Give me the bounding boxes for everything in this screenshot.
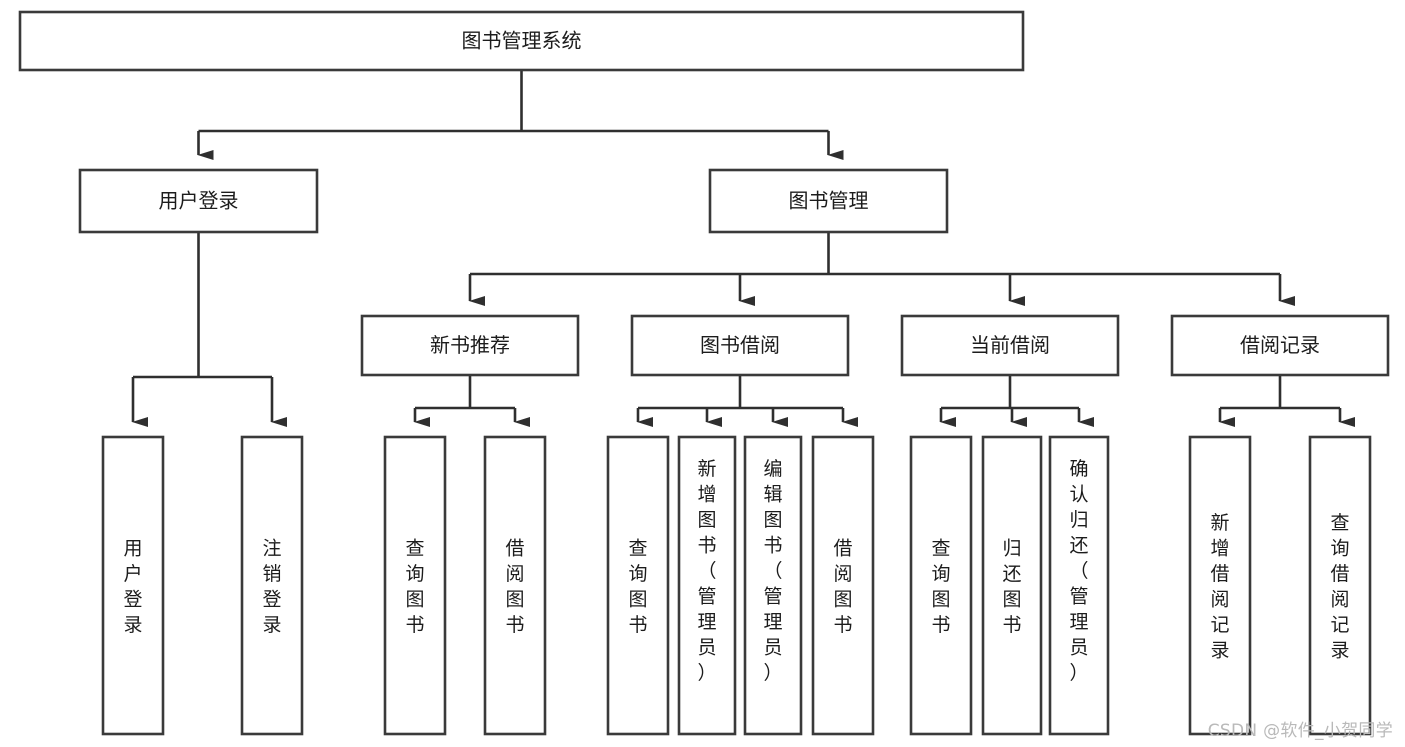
node-box <box>483 435 547 736</box>
node-label: 查询借阅记录 <box>1330 512 1349 662</box>
node-label: 查询图书 <box>931 537 950 636</box>
node-box <box>240 435 304 736</box>
node-box <box>1170 314 1390 377</box>
node-leaf-borrow-book-2[interactable]: 借阅图书 <box>811 435 875 736</box>
node-root[interactable]: 图书管理系统 <box>18 10 1025 72</box>
node-label: 借阅记录 <box>1240 333 1320 357</box>
node-label: 查询图书 <box>628 537 647 636</box>
node-box <box>708 168 949 234</box>
node-label: 归还图书 <box>1002 537 1021 636</box>
node-label: 用户登录 <box>159 189 239 213</box>
node-leaf-query-book-1[interactable]: 查询图书 <box>383 435 447 736</box>
node-leaf-add-book[interactable]: 新增图书（管理员） <box>677 435 737 736</box>
node-label: 用户登录 <box>123 537 142 636</box>
node-leaf-confirm-return[interactable]: 确认归还（管理员） <box>1048 435 1110 736</box>
node-box <box>677 435 737 736</box>
node-label: 当前借阅 <box>970 333 1050 357</box>
node-book-manage[interactable]: 图书管理 <box>708 168 949 234</box>
node-borrow-record[interactable]: 借阅记录 <box>1170 314 1390 377</box>
node-box <box>383 435 447 736</box>
node-box <box>1048 435 1110 736</box>
node-leaf-borrow-book-1[interactable]: 借阅图书 <box>483 435 547 736</box>
node-user-login[interactable]: 用户登录 <box>78 168 319 234</box>
node-leaf-query-record[interactable]: 查询借阅记录 <box>1308 435 1372 736</box>
node-leaf-edit-book[interactable]: 编辑图书（管理员） <box>743 435 803 736</box>
node-label: 新增图书（管理员） <box>697 458 716 684</box>
node-current-borrow[interactable]: 当前借阅 <box>900 314 1120 377</box>
node-box <box>360 314 580 377</box>
node-box <box>743 435 803 736</box>
node-box <box>78 168 319 234</box>
node-box <box>981 435 1043 736</box>
node-label: 图书借阅 <box>700 333 780 357</box>
node-box <box>1308 435 1372 736</box>
node-box <box>909 435 973 736</box>
node-leaf-query-book-2[interactable]: 查询图书 <box>606 435 670 736</box>
node-leaf-user-login[interactable]: 用户登录 <box>101 435 165 736</box>
node-box <box>18 10 1025 72</box>
node-label: 借阅图书 <box>833 537 852 636</box>
node-label: 借阅图书 <box>505 537 524 636</box>
node-label: 注销登录 <box>262 537 281 636</box>
node-layer: 图书管理系统用户登录图书管理新书推荐图书借阅当前借阅借阅记录用户登录注销登录查询… <box>18 10 1390 736</box>
node-box <box>606 435 670 736</box>
node-box <box>101 435 165 736</box>
node-label: 图书管理 <box>789 189 869 213</box>
node-new-book-rec[interactable]: 新书推荐 <box>360 314 580 377</box>
node-box <box>900 314 1120 377</box>
node-label: 新增借阅记录 <box>1210 512 1229 662</box>
node-book-borrow[interactable]: 图书借阅 <box>630 314 850 377</box>
node-leaf-return-book[interactable]: 归还图书 <box>981 435 1043 736</box>
connector-layer <box>131 70 1355 427</box>
node-leaf-add-record[interactable]: 新增借阅记录 <box>1188 435 1252 736</box>
node-box <box>630 314 850 377</box>
node-leaf-query-book-3[interactable]: 查询图书 <box>909 435 973 736</box>
node-label: 编辑图书（管理员） <box>763 458 782 684</box>
node-label: 确认归还（管理员） <box>1069 458 1088 684</box>
node-box <box>811 435 875 736</box>
node-box <box>1188 435 1252 736</box>
node-label: 查询图书 <box>405 537 424 636</box>
node-leaf-logout[interactable]: 注销登录 <box>240 435 304 736</box>
node-label: 新书推荐 <box>430 333 510 357</box>
node-label: 图书管理系统 <box>462 29 582 53</box>
